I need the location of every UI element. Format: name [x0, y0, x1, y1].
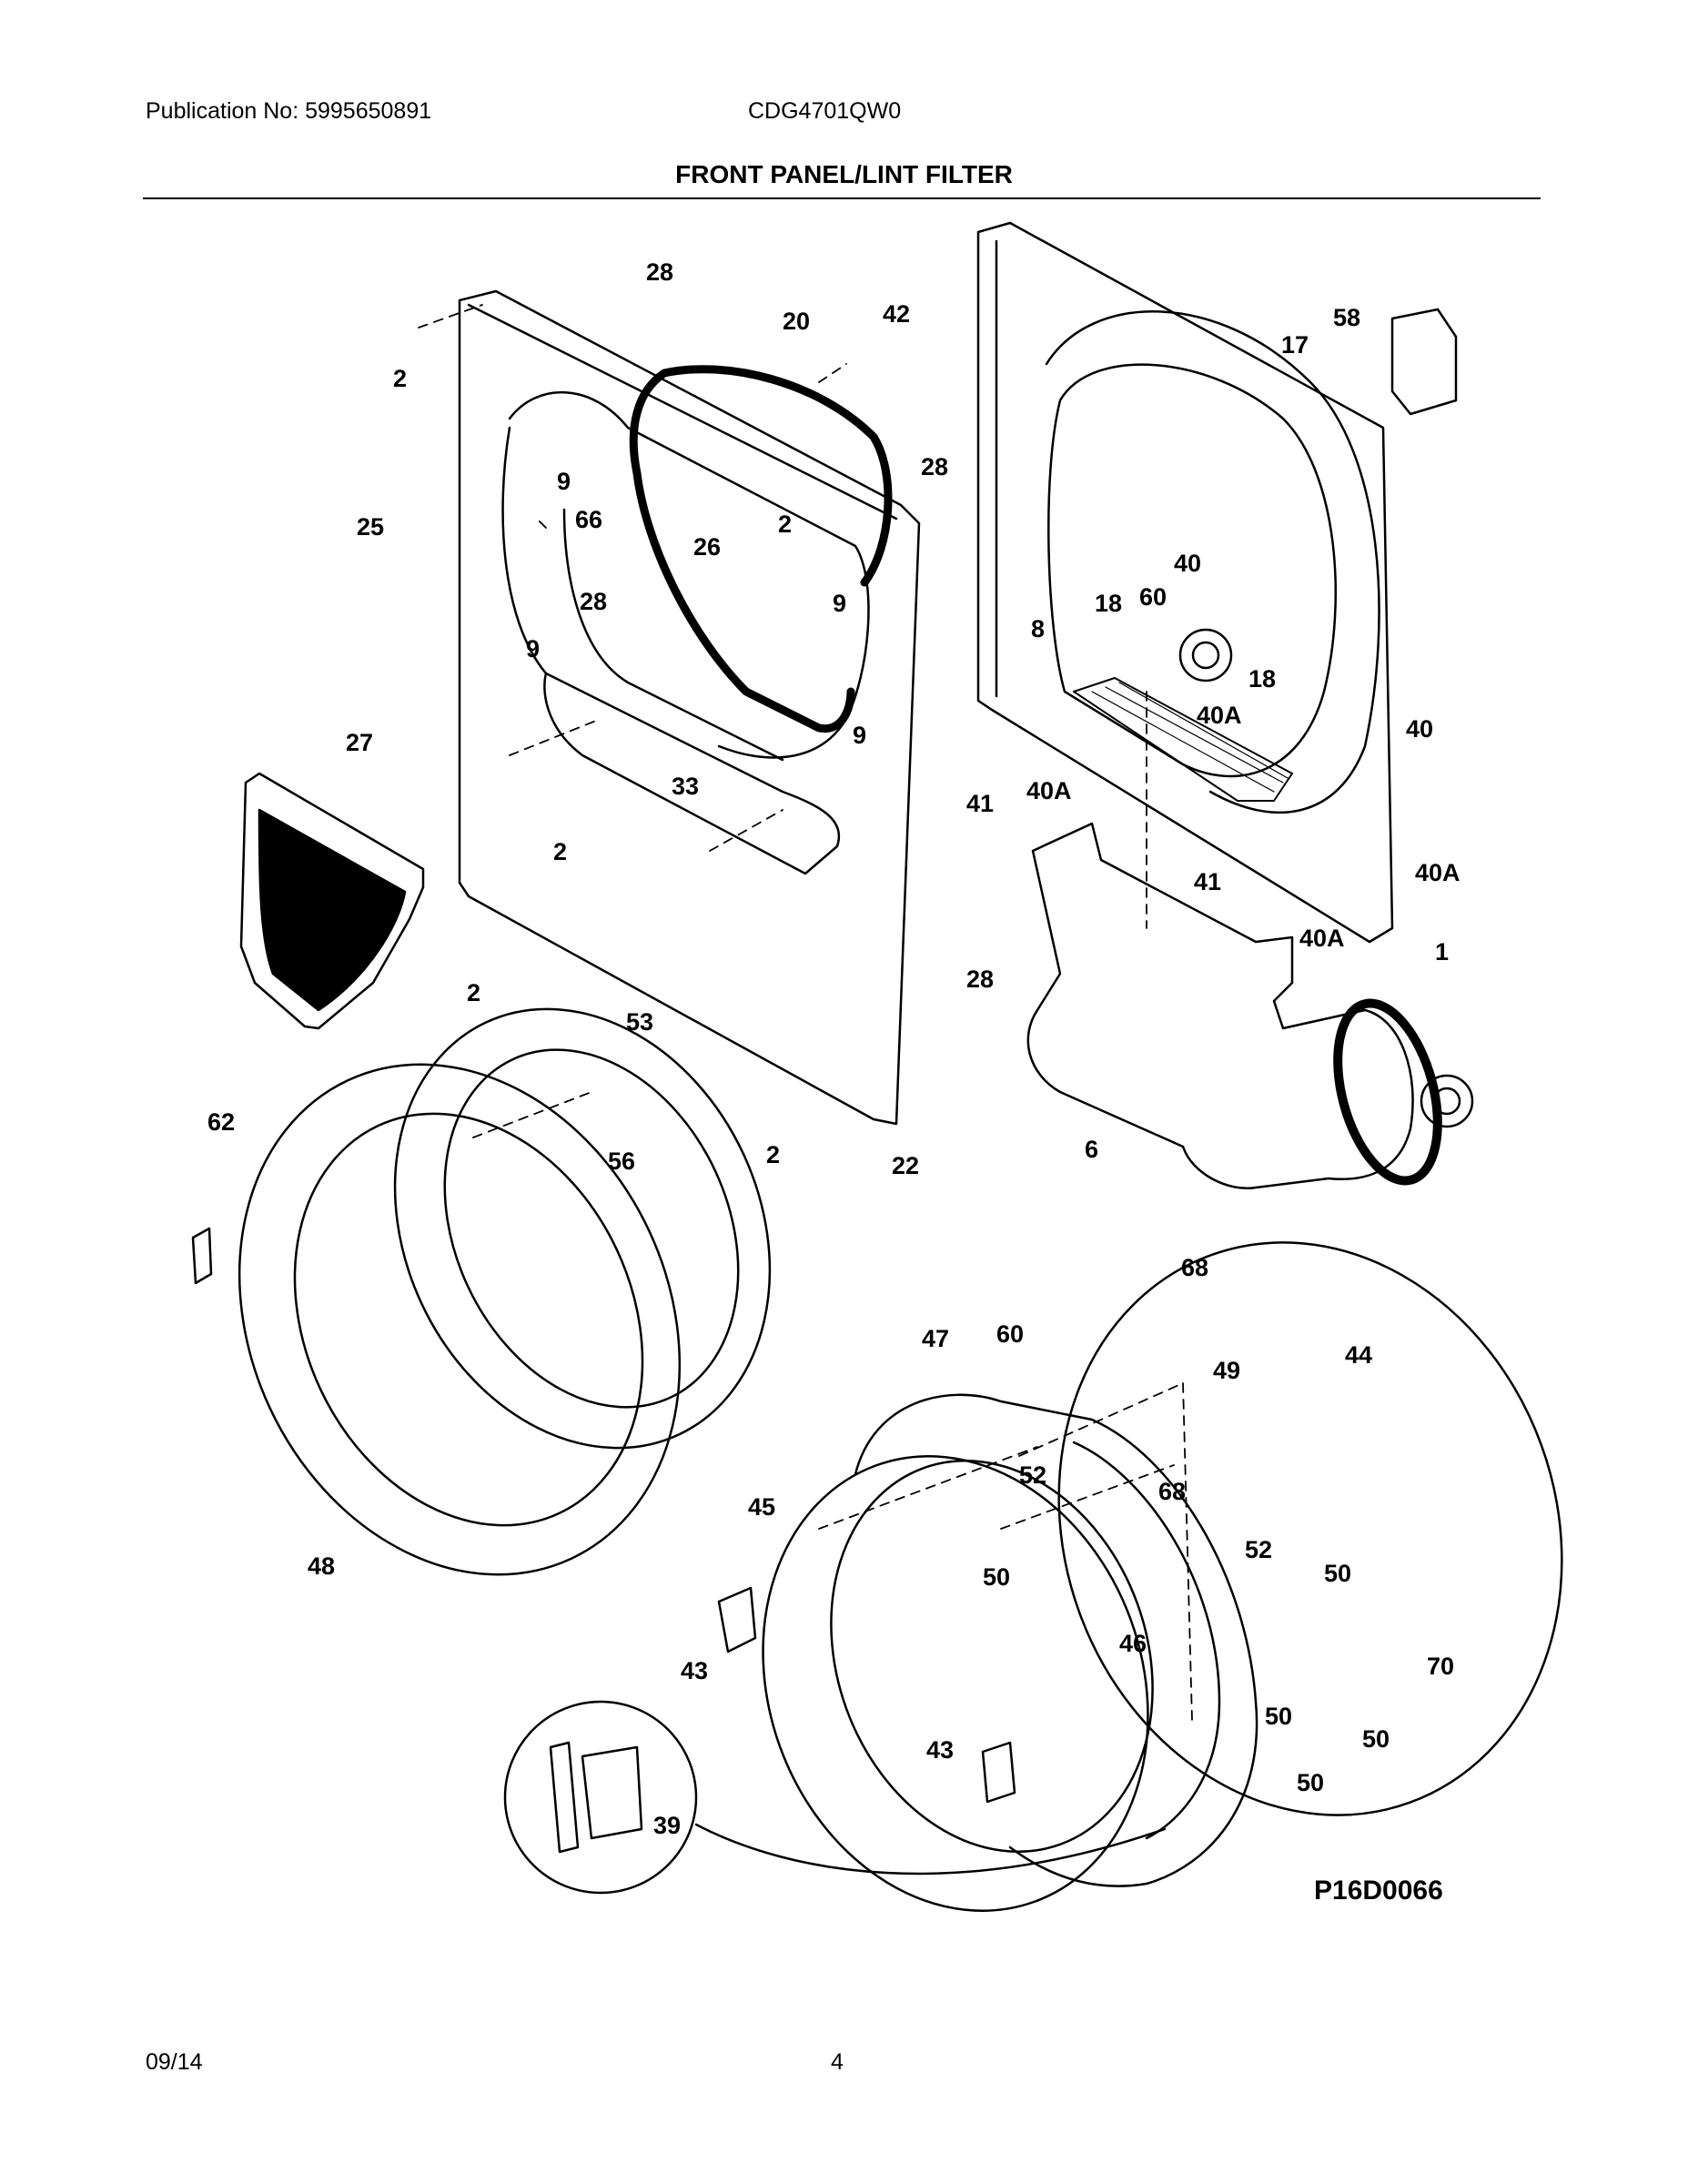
front-panel-drawing	[458, 289, 921, 1126]
callout-48: 48	[308, 1552, 335, 1580]
callout-9-a: 9	[557, 468, 571, 495]
callout-40A-a: 40A	[1197, 702, 1242, 729]
callout-18-b: 18	[1248, 665, 1276, 693]
section-title: FRONT PANEL/LINT FILTER	[675, 160, 1013, 188]
callout-50-a: 50	[983, 1563, 1010, 1591]
callout-9-d: 9	[853, 722, 866, 749]
callout-42: 42	[883, 300, 910, 328]
callout-50-e: 50	[1297, 1769, 1324, 1796]
callout-70: 70	[1427, 1653, 1454, 1680]
callout-40-b: 40	[1406, 715, 1433, 743]
callout-2-bottom: 2	[766, 1141, 780, 1168]
publication-number: Publication No: 5995650891	[146, 98, 432, 124]
callout-52-a: 52	[1019, 1461, 1046, 1489]
lint-filter-drawing	[239, 772, 425, 1030]
callout-43-right: 43	[926, 1736, 954, 1764]
callout-9-c: 9	[833, 590, 846, 617]
callout-40-a: 40	[1174, 550, 1201, 577]
header-rule	[143, 197, 1541, 199]
callout-68-top: 68	[1181, 1254, 1208, 1281]
assembly-lines	[418, 304, 1193, 1721]
door-assembly-drawing	[717, 1241, 1563, 1912]
callout-44: 44	[1345, 1341, 1372, 1369]
callout-39: 39	[653, 1812, 681, 1839]
callout-6: 6	[1085, 1136, 1098, 1163]
callout-2-low: 2	[553, 838, 567, 865]
callout-40A-b: 40A	[1026, 777, 1072, 804]
callout-45: 45	[748, 1493, 775, 1521]
callout-50-b: 50	[1324, 1560, 1351, 1587]
callout-2-left: 2	[467, 979, 480, 1006]
callout-43-left: 43	[681, 1657, 708, 1684]
page-number: 4	[831, 2049, 844, 2075]
callout-28-top: 28	[646, 258, 673, 286]
callout-40A-d: 40A	[1299, 925, 1345, 952]
callout-41-a: 41	[966, 790, 994, 817]
callout-62: 62	[207, 1108, 235, 1136]
callout-25: 25	[357, 513, 384, 541]
callout-52-b: 52	[1245, 1536, 1272, 1563]
bulkhead-drawing	[976, 221, 1474, 1128]
drawing-code: P16D0066	[1314, 1876, 1443, 1906]
callout-26: 26	[693, 533, 721, 561]
callout-2-topleft: 2	[393, 365, 407, 392]
callout-22: 22	[892, 1152, 919, 1179]
callout-46: 46	[1119, 1630, 1147, 1657]
callout-20: 20	[783, 308, 810, 335]
callout-8: 8	[1031, 615, 1045, 642]
callout-labels: 28 2 20 42 58 17 25 9 66 26 2 28 9 28 9 …	[207, 258, 1461, 1906]
callout-2-mid: 2	[778, 511, 792, 538]
callout-49: 49	[1213, 1357, 1240, 1384]
callout-9-b: 9	[526, 635, 540, 662]
callout-66: 66	[575, 506, 602, 533]
callout-28-right: 28	[921, 453, 948, 480]
callout-58: 58	[1333, 304, 1360, 331]
callout-1: 1	[1435, 938, 1449, 966]
model-number: CDG4701QW0	[748, 98, 902, 124]
latch-detail-drawing	[503, 1700, 1167, 1895]
callout-17: 17	[1281, 331, 1309, 359]
callout-41-b: 41	[1194, 868, 1221, 895]
callout-47: 47	[922, 1325, 949, 1352]
lint-duct-drawing	[1026, 822, 1442, 1190]
callout-50-c: 50	[1265, 1703, 1292, 1730]
callout-33: 33	[672, 773, 699, 800]
callout-28-mid: 28	[580, 588, 607, 615]
door-trim-drawing	[191, 1007, 772, 1576]
callout-50-d: 50	[1362, 1725, 1390, 1753]
footer-date: 09/14	[146, 2049, 203, 2075]
callout-60-b: 60	[996, 1320, 1024, 1348]
callout-68-mid: 68	[1158, 1478, 1186, 1505]
callout-53: 53	[626, 1008, 653, 1036]
callout-27: 27	[346, 729, 373, 756]
callout-28-low: 28	[966, 966, 994, 993]
callout-18-a: 18	[1095, 590, 1122, 617]
callout-56: 56	[608, 1148, 635, 1175]
callout-60-a: 60	[1139, 583, 1167, 611]
callout-40A-c: 40A	[1415, 859, 1461, 886]
